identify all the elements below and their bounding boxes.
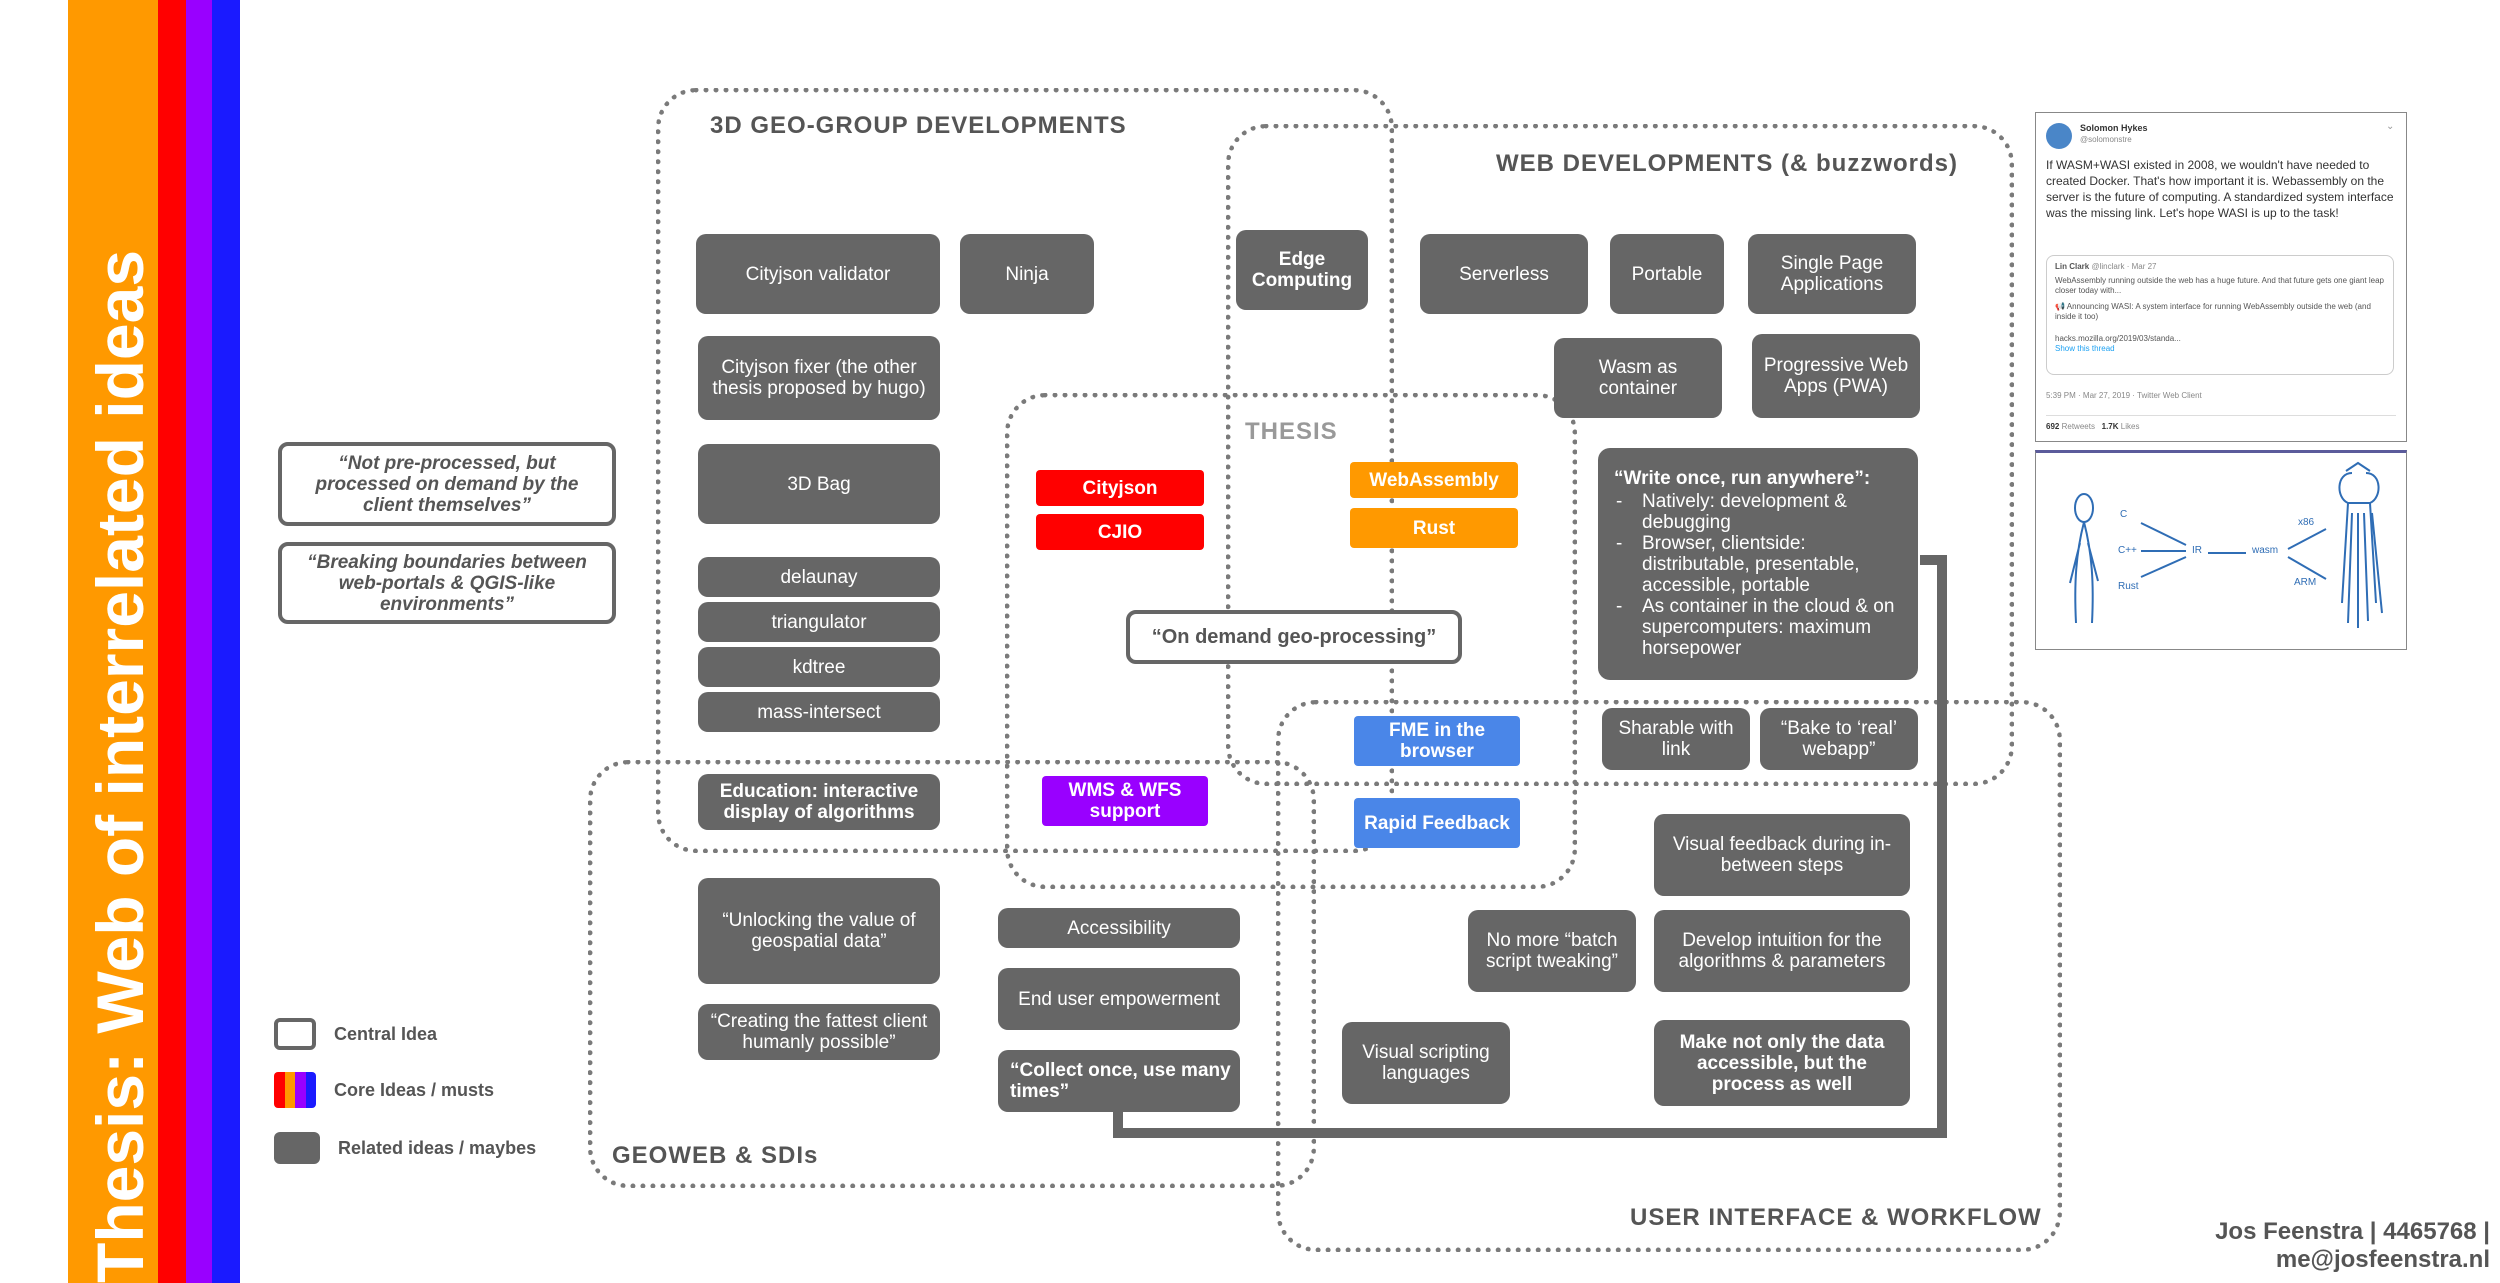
box-sharable: Sharable with link — [1602, 708, 1750, 770]
region-thesis-title: THESIS — [1245, 418, 1338, 445]
region-web — [1226, 124, 2014, 786]
box-breaking-boundaries: “Breaking boundaries between web-portals… — [278, 542, 616, 624]
retweets-count: 692 — [2046, 422, 2060, 431]
box-intuition: Develop intuition for the algorithms & p… — [1654, 910, 1910, 992]
region-3d-geo-title: 3D GEO-GROUP DEVELOPMENTS — [710, 112, 1127, 139]
box-cityjson: Cityjson — [1036, 470, 1204, 506]
quote-handle: @linclark · Mar 27 — [2091, 262, 2157, 271]
tweet-quote: Lin Clark @linclark · Mar 27 WebAssembly… — [2046, 255, 2394, 375]
box-ninja: Ninja — [960, 234, 1094, 314]
region-geoweb — [588, 760, 1316, 1188]
box-delaunay: delaunay — [698, 557, 940, 597]
likes-count: 1.7K — [2101, 422, 2119, 431]
wasm-ir-label: IR — [2192, 545, 2202, 556]
region-web-title: WEB DEVELOPMENTS (& buzzwords) — [1496, 150, 1958, 177]
footer-line1: Jos Feenstra | 4465768 | — [2215, 1218, 2490, 1245]
box-collect-once: “Collect once, use many times” — [998, 1050, 1240, 1112]
show-thread-link[interactable]: Show this thread — [2055, 344, 2115, 353]
likes-label: Likes — [2120, 422, 2140, 431]
region-geoweb-title: GEOWEB & SDIs — [612, 1142, 819, 1169]
box-wasm-container: Wasm as container — [1554, 338, 1722, 418]
box-visual-feedback: Visual feedback during in-between steps — [1654, 814, 1910, 896]
box-visual-scripting: Visual scripting languages — [1342, 1022, 1510, 1104]
legend-related-swatch — [274, 1132, 320, 1164]
box-make-accessible: Make not only the data accessible, but t… — [1654, 1020, 1910, 1106]
box-rust: Rust — [1350, 508, 1518, 548]
write-once-item: Browser, clientside: distributable, pres… — [1616, 533, 1902, 596]
box-kdtree: kdtree — [698, 647, 940, 687]
legend-central-label: Central Idea — [334, 1023, 438, 1044]
box-accessibility: Accessibility — [998, 908, 1240, 948]
box-fattest: “Creating the fattest client humanly pos… — [698, 1004, 940, 1060]
wasm-c-label: C — [2120, 509, 2128, 520]
stripe-orange — [68, 0, 158, 1283]
region-ui-title: USER INTERFACE & WORKFLOW — [1630, 1204, 2042, 1231]
box-edge-computing: Edge Computing — [1236, 230, 1368, 310]
box-pwa: Progressive Web Apps (PWA) — [1752, 334, 1920, 418]
footer-author: Jos Feenstra | 4465768 | me@josfeenstra.… — [2215, 1218, 2490, 1274]
wasm-sketch-drawing — [2069, 461, 2383, 628]
quote-link: hacks.mozilla.org/2019/03/standa... — [2055, 334, 2181, 343]
tweet-avatar — [2046, 123, 2072, 149]
region-thesis — [1005, 393, 1577, 889]
legend-core-swatch — [274, 1072, 316, 1108]
wasm-arm-label: ARM — [2294, 577, 2317, 588]
box-portable: Portable — [1610, 234, 1724, 314]
box-3d-bag: 3D Bag — [698, 444, 940, 524]
box-no-batch: No more “batch script tweaking” — [1468, 910, 1636, 992]
footer-line2: me@josfeenstra.nl — [2275, 1246, 2490, 1273]
stripe-purple — [186, 0, 212, 1283]
box-bake: “Bake to ‘real’ webapp” — [1760, 708, 1918, 770]
box-fme: FME in the browser — [1354, 716, 1520, 766]
legend-core: Core Ideas / musts — [274, 1072, 494, 1108]
tweet-stats: 692 Retweets 1.7K Likes — [2046, 415, 2396, 431]
tweet-text: If WASM+WASI existed in 2008, we wouldn'… — [2046, 158, 2394, 220]
box-webassembly: WebAssembly — [1350, 462, 1518, 498]
wasm-wasm-label: wasm — [2252, 545, 2279, 556]
wasm-sketch: C C++ Rust IR wasm x86 ARM — [2035, 450, 2407, 650]
tweet-handle: @solomonstre — [2080, 135, 2132, 144]
box-cityjson-fixer: Cityjson fixer (the other thesis propose… — [698, 336, 940, 420]
box-on-demand: “On demand geo-processing” — [1126, 610, 1462, 664]
stripe-blue — [212, 0, 240, 1283]
quote-text: WebAssembly running outside the web has … — [2055, 276, 2384, 295]
tweet-screenshot: Solomon Hykes @solomonstre ⌄ If WASM+WAS… — [2035, 112, 2407, 442]
chevron-down-icon: ⌄ — [2386, 121, 2395, 132]
box-spa: Single Page Applications — [1748, 234, 1916, 314]
box-unlocking: “Unlocking the value of geospatial data” — [698, 878, 940, 984]
box-rapid-feedback: Rapid Feedback — [1354, 798, 1520, 848]
box-not-preprocessed: “Not pre-processed, but processed on dem… — [278, 442, 616, 526]
box-triangulator: triangulator — [698, 602, 940, 642]
box-education: Education: interactive display of algori… — [698, 774, 940, 830]
write-once-item: As container in the cloud & on supercomp… — [1616, 596, 1902, 659]
stripe-red — [158, 0, 186, 1283]
legend-related-label: Related ideas / maybes — [338, 1137, 537, 1158]
wasm-x86-label: x86 — [2298, 517, 2315, 528]
box-cityjson-validator: Cityjson validator — [696, 234, 940, 314]
box-empowerment: End user empowerment — [998, 968, 1240, 1030]
write-once-list: Natively: development & debugging Browse… — [1614, 491, 1902, 659]
retweets-label: Retweets — [2061, 422, 2095, 431]
legend-central-swatch — [274, 1018, 316, 1050]
box-wms-wfs: WMS & WFS support — [1042, 776, 1208, 826]
write-once-title: “Write once, run anywhere”: — [1614, 468, 1871, 489]
wasm-cpp-label: C++ — [2118, 545, 2137, 556]
tweet-time: 5:39 PM · Mar 27, 2019 · Twitter Web Cli… — [2046, 391, 2202, 400]
write-once-item: Natively: development & debugging — [1616, 491, 1902, 533]
box-cjio: CJIO — [1036, 514, 1204, 550]
legend-related: Related ideas / maybes — [274, 1132, 536, 1164]
legend-central: Central Idea — [274, 1018, 437, 1050]
tweet-author: Solomon Hykes — [2080, 123, 2148, 133]
wasm-rust-label: Rust — [2118, 581, 2139, 592]
region-ui — [1276, 700, 2062, 1252]
quote-text-2: 📢 Announcing WASI: A system interface fo… — [2055, 302, 2371, 321]
box-write-once: “Write once, run anywhere”: Natively: de… — [1598, 448, 1918, 680]
legend-core-label: Core Ideas / musts — [334, 1079, 495, 1100]
box-serverless: Serverless — [1420, 234, 1588, 314]
quote-author: Lin Clark — [2055, 262, 2090, 271]
box-mass-intersect: mass-intersect — [698, 692, 940, 732]
